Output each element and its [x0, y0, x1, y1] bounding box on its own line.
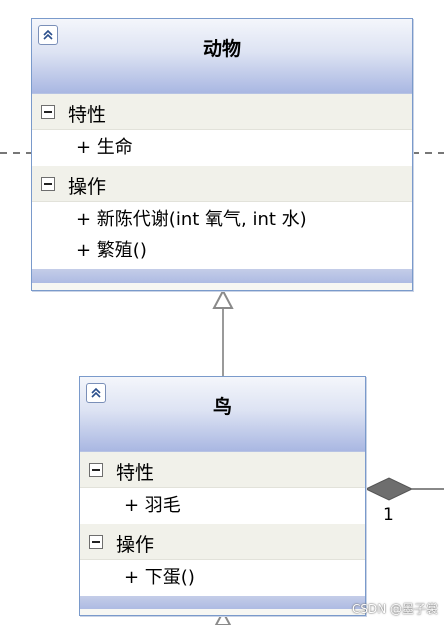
- attributes-section-header[interactable]: 特性: [32, 94, 412, 130]
- operation-item[interactable]: + 繁殖(): [76, 240, 147, 261]
- watermark: CSDN @墨子裳: [351, 602, 438, 616]
- collapse-toggle-icon[interactable]: [86, 383, 106, 403]
- class-title: 鸟: [212, 396, 232, 418]
- collapse-minus-icon[interactable]: [89, 463, 103, 477]
- operation-item[interactable]: + 新陈代谢(int 氧气, int 水): [76, 209, 307, 230]
- class-bird[interactable]: 鸟 特性 + 羽毛 操作 + 下蛋(): [79, 376, 366, 616]
- class-title: 动物: [202, 38, 241, 60]
- operations-section-header[interactable]: 操作: [80, 524, 365, 560]
- collapse-minus-icon[interactable]: [41, 177, 55, 191]
- class-footer: [80, 596, 365, 609]
- class-header: 鸟: [80, 377, 365, 452]
- attribute-item[interactable]: + 羽毛: [124, 495, 181, 516]
- composition-diamond-icon: [364, 477, 414, 501]
- collapse-toggle-icon[interactable]: [38, 25, 58, 45]
- attributes-section-header[interactable]: 特性: [80, 452, 365, 488]
- operations-list: + 下蛋(): [80, 560, 365, 596]
- collapse-minus-icon[interactable]: [89, 535, 103, 549]
- inheritance-arrow-icon: [212, 288, 234, 309]
- attributes-list: + 生命: [32, 130, 412, 166]
- class-footer: [32, 269, 412, 283]
- operation-item[interactable]: + 下蛋(): [124, 567, 195, 588]
- attributes-title: 特性: [68, 104, 107, 126]
- attribute-item[interactable]: + 生命: [76, 137, 133, 158]
- attributes-title: 特性: [116, 462, 155, 484]
- operations-title: 操作: [68, 176, 107, 198]
- class-header: 动物: [32, 19, 412, 94]
- collapse-minus-icon[interactable]: [41, 105, 55, 119]
- operations-section-header[interactable]: 操作: [32, 166, 412, 202]
- operations-list: + 新陈代谢(int 氧气, int 水) + 繁殖(): [32, 202, 412, 269]
- operations-title: 操作: [116, 534, 155, 556]
- attributes-list: + 羽毛: [80, 488, 365, 524]
- outgoing-arrow-icon: [214, 609, 232, 625]
- class-animal[interactable]: 动物 特性 + 生命 操作 + 新陈代谢(int 氧气, int 水) + 繁殖…: [31, 18, 413, 291]
- multiplicity-label: 1: [383, 505, 394, 525]
